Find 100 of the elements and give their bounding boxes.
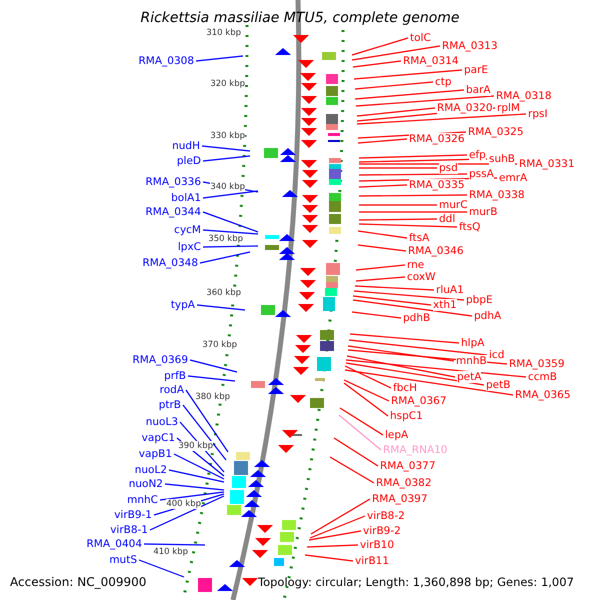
- gene-label: parE: [464, 64, 488, 76]
- gene-label: ftsQ: [459, 221, 480, 233]
- leader-line: [310, 498, 370, 535]
- leader-line: [306, 544, 358, 548]
- leader-line: [354, 69, 462, 80]
- gene-label: RMA_0320: [437, 102, 493, 114]
- gene-label: RMA_0331: [519, 158, 575, 170]
- gene-label: rne: [407, 259, 424, 271]
- scale-tick-label: 390 kbp: [178, 441, 213, 451]
- gene-label: RMA_0308: [138, 55, 194, 67]
- gene-label: RMA_0338: [469, 189, 525, 201]
- gene-label: RMA_0348: [142, 257, 198, 269]
- leader-line: [168, 469, 224, 483]
- gene-label: rplM: [497, 102, 520, 114]
- leader-line: [354, 290, 464, 301]
- gene-label: petB: [486, 379, 510, 391]
- gene-label: RMA_0314: [403, 55, 459, 67]
- leader-line: [202, 211, 258, 233]
- gene-label: RMA_0369: [132, 354, 188, 366]
- leader-line: [359, 194, 467, 197]
- gene-label: mutS: [109, 554, 137, 566]
- gene-label: xth1: [433, 299, 457, 311]
- leader-line: [200, 251, 250, 264]
- gene-label: ctp: [435, 76, 452, 88]
- gene-label: RMA_0397: [372, 493, 428, 505]
- scale-tick-label: 410 kbp: [153, 547, 188, 557]
- leader-line: [359, 167, 437, 169]
- leader-line: [344, 379, 390, 402]
- gene-label: virB9-2: [363, 525, 401, 537]
- leader-line: [202, 145, 250, 152]
- leader-line: [202, 229, 258, 235]
- leader-line: [358, 138, 408, 144]
- genome-summary: Topology: circular; Length: 1,360,898 bp; Genes: 1,007: [258, 575, 574, 589]
- leader-line: [188, 375, 236, 382]
- leader-line: [196, 55, 244, 62]
- leader-line: [359, 211, 467, 213]
- gene-label: RMA_0377: [380, 460, 436, 472]
- gene-label: fbcH: [393, 382, 418, 394]
- gene-label: coxW: [407, 271, 436, 283]
- gene-label: rluA1: [436, 284, 464, 296]
- gene-label: pbpE: [466, 294, 493, 306]
- gene-label: efp: [469, 149, 486, 161]
- gene-label: nuoL2: [134, 464, 167, 476]
- scale-tick-label: 330 kbp: [210, 131, 245, 141]
- leader-line: [348, 339, 488, 356]
- leader-line: [196, 304, 246, 311]
- leader-line: [344, 382, 388, 416]
- gene-label: suhB: [489, 153, 515, 165]
- leader-line: [144, 543, 206, 546]
- gene-label: RMA_0344: [145, 206, 201, 218]
- leader-line: [352, 299, 472, 317]
- gene-label: RMA_0404: [86, 538, 142, 550]
- gene-label: RMA_0346: [408, 245, 464, 257]
- leader-line: [358, 244, 406, 252]
- leader-line: [160, 491, 224, 501]
- leader-line: [308, 530, 362, 541]
- gene-label: vapB1: [138, 448, 172, 460]
- gene-label: ddl: [439, 213, 456, 225]
- leader-line: [344, 365, 392, 389]
- leader-line: [190, 359, 238, 373]
- gene-label: RMA_0336: [145, 176, 201, 188]
- leader-line: [310, 515, 366, 539]
- gene-label: RMA_0359: [509, 358, 565, 370]
- gene-label: hspC1: [390, 410, 423, 422]
- gene-label: pdhB: [403, 312, 430, 324]
- gene-label: pssA: [469, 168, 494, 180]
- gene-label: virB8-2: [367, 510, 405, 522]
- gene-label: mnhB: [456, 355, 487, 367]
- leader-line: [330, 456, 374, 484]
- leader-line: [346, 362, 484, 386]
- gene-label: typA: [170, 299, 195, 311]
- gene-label: nuoL3: [146, 416, 178, 428]
- leader-line: [359, 218, 437, 221]
- scale-tick-label: 360 kbp: [206, 288, 241, 298]
- gene-label: virB11: [355, 555, 390, 567]
- gene-label: psd: [439, 162, 458, 174]
- gene-label: RMA_RNA10: [383, 444, 448, 456]
- gene-label: mnhC: [127, 494, 158, 506]
- leader-line: [202, 155, 250, 162]
- gene-label: pdhA: [474, 310, 502, 322]
- leader-line: [358, 230, 408, 239]
- scale-tick-label: 350 kbp: [208, 234, 243, 244]
- leader-line: [352, 37, 408, 56]
- gene-label: petA: [457, 371, 482, 383]
- leader-line: [356, 264, 406, 271]
- leader-line: [356, 95, 494, 107]
- leader-line: [358, 184, 408, 188]
- scale-tick-label: 370 kbp: [202, 340, 237, 350]
- gene-label: pleD: [176, 155, 201, 167]
- gene-label: rodA: [160, 384, 184, 396]
- scale-tick-label: 400 kbp: [166, 499, 201, 509]
- gene-label: murB: [469, 206, 498, 218]
- gene-label: virB8-1: [110, 524, 148, 536]
- gene-label: tolC: [410, 32, 431, 44]
- leader-line: [352, 311, 402, 319]
- leader-line: [164, 483, 224, 491]
- leader-line: [356, 113, 526, 125]
- gene-label: hlpA: [461, 337, 484, 349]
- leader-line: [350, 333, 460, 344]
- leader-line: [150, 495, 224, 531]
